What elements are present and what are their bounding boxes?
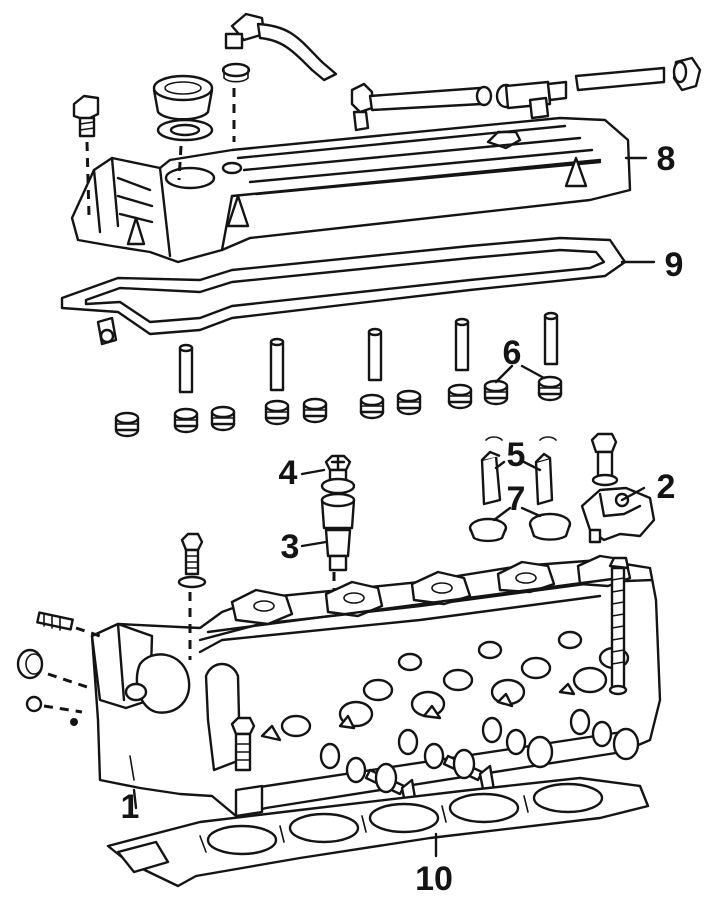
- leader-1: [132, 788, 138, 810]
- plug-small: [25, 695, 43, 713]
- spring-retainers: [468, 512, 572, 543]
- leader-4: [300, 468, 326, 476]
- valve-lifters: [480, 450, 554, 506]
- callout-2: 2: [657, 468, 676, 506]
- callout-1: 1: [121, 788, 140, 826]
- callout-3: 3: [281, 528, 300, 566]
- head-bolt-front: [177, 532, 207, 589]
- bolt-dash-line: [85, 141, 91, 217]
- leader-5: [494, 460, 542, 472]
- stud: [36, 611, 74, 631]
- head-gasket: [106, 776, 650, 888]
- callout-5: 5: [507, 436, 526, 474]
- leader-2: [620, 486, 646, 502]
- leader-7: [492, 506, 542, 522]
- head-bolt-long: [608, 556, 630, 696]
- cover-bolt: [72, 94, 100, 138]
- breather-tube: [574, 66, 666, 92]
- callout-6: 6: [503, 334, 522, 372]
- plug-large: [16, 648, 44, 680]
- callout-10: 10: [415, 860, 453, 898]
- plug-tiny: [70, 718, 78, 726]
- oil-filler-cap: [152, 74, 214, 121]
- callout-4: 4: [279, 454, 298, 492]
- valve-guides: [178, 311, 559, 394]
- stud-dash-line: [75, 626, 101, 638]
- breather-hose: [221, 12, 338, 83]
- side-plug-on-head: [124, 682, 148, 702]
- valve-stem-seals: [114, 375, 563, 438]
- callout-8: 8: [657, 140, 676, 178]
- cover-gasket: [60, 236, 627, 346]
- leader-3: [300, 540, 328, 548]
- breather-pipe-left: [350, 82, 493, 132]
- tensioner-plunger: [320, 454, 356, 572]
- bearing-cap-bolt: [590, 432, 619, 487]
- breather-elbow: [672, 56, 702, 92]
- callout-7: 7: [507, 480, 526, 518]
- plug-small-dash-line: [43, 704, 83, 714]
- callout-labels: 1 2 3 4 5 6 7 8 9 10: [121, 140, 684, 898]
- callout-9: 9: [665, 246, 684, 284]
- filler-seal-ring: [156, 118, 214, 142]
- head-bolt-side: [230, 716, 256, 772]
- bearing-cap: [580, 486, 656, 544]
- filler-dash-line: [177, 145, 183, 181]
- leader-6: [494, 364, 546, 384]
- valve-keepers: [485, 436, 557, 441]
- breather-t-piece: [495, 80, 568, 120]
- valve-cover: [70, 116, 632, 264]
- plug-dash-line: [47, 672, 91, 690]
